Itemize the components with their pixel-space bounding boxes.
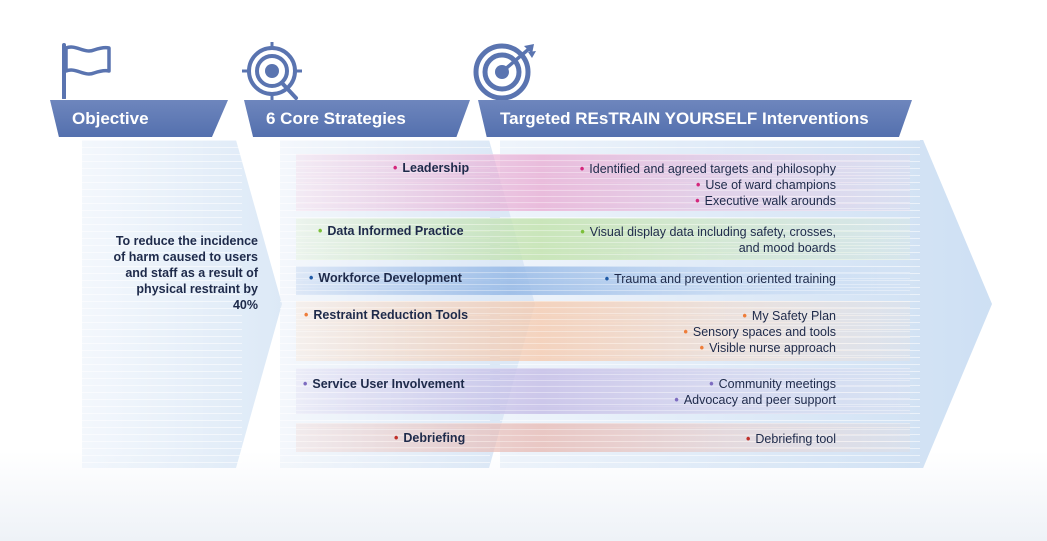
strategy-service-user-involvement: • Service User Involvement [303, 377, 465, 391]
interventions-workforce-development: •Trauma and prevention oriented training [605, 271, 836, 287]
bullet-icon: • [699, 341, 705, 355]
bullet-icon: • [303, 377, 308, 391]
strategy-label: Leadership [402, 161, 470, 175]
bullet-icon: • [318, 224, 323, 238]
bullet-icon: • [393, 161, 398, 175]
bullet-icon: • [695, 194, 700, 208]
objective-header: Objective [50, 100, 228, 137]
interventions-debriefing: •Debriefing tool [746, 431, 836, 447]
interventions-service-user-involvement: •Community meetings •Advocacy and peer s… [674, 376, 836, 408]
strategies-header: 6 Core Strategies [244, 100, 470, 137]
row-band-workforce-development [296, 266, 910, 295]
bullet-icon: • [394, 431, 399, 445]
row-band-service-user-involvement [296, 368, 910, 414]
strategy-label: Data Informed Practice [327, 224, 464, 238]
interventions-header: Targeted REsTRAIN YOURSELF Interventions [478, 100, 912, 137]
list-item: •Use of ward champions [695, 178, 836, 192]
strategies-header-label: 6 Core Strategies [266, 108, 406, 128]
interventions-data-informed-practice: •Visual display data including safety, c… [580, 224, 836, 256]
row-band-data-informed-practice [296, 218, 910, 260]
list-item: •Executive walk arounds [695, 194, 836, 208]
bullet-icon: • [579, 162, 585, 176]
strategy-workforce-development: • Workforce Development [309, 271, 462, 285]
flag-icon [62, 43, 111, 99]
row-band-restraint-reduction-tools [296, 301, 910, 361]
interventions-header-label: Targeted REsTRAIN YOURSELF Interventions [500, 108, 869, 128]
objective-text: To reduce the incidence of harm caused t… [113, 234, 259, 312]
list-item: •My Safety Plan [742, 309, 836, 323]
strategy-label: Service User Involvement [312, 377, 465, 391]
bullseye-arrow-icon [473, 43, 536, 100]
row-band-leadership [296, 154, 910, 211]
list-item: •Visible nurse approach [699, 341, 836, 355]
strategy-label: Restraint Reduction Tools [313, 308, 469, 322]
bullet-icon: • [674, 393, 679, 407]
interventions-leadership: •Identified and agreed targets and philo… [580, 161, 836, 209]
strategy-restraint-reduction-tools: • Restraint Reduction Tools [304, 308, 468, 322]
list-item: •Sensory spaces and tools [683, 325, 836, 339]
list-item: •Visual display data including safety, c… [580, 225, 836, 239]
crosshair-target-icon [242, 42, 302, 100]
bullet-icon: • [742, 309, 747, 323]
strategy-debriefing: • Debriefing [394, 431, 465, 445]
objective-header-label: Objective [72, 108, 149, 128]
list-item: •Identified and agreed targets and philo… [579, 162, 836, 176]
bullet-icon: • [746, 432, 751, 446]
list-item: and mood boards [738, 241, 836, 255]
bullet-icon: • [304, 308, 309, 322]
bullet-icon: • [604, 272, 610, 286]
list-item: •Trauma and prevention oriented training [604, 272, 836, 286]
objective-column-stripes [82, 140, 242, 468]
bullet-icon: • [683, 325, 688, 339]
interventions-restraint-reduction-tools: •My Safety Plan •Sensory spaces and tool… [683, 308, 836, 356]
row-band-debriefing [296, 423, 910, 452]
bullet-icon: • [695, 178, 701, 192]
strategy-label: Workforce Development [318, 271, 462, 285]
strategy-leadership: • Leadership [393, 161, 469, 175]
strategy-data-informed-practice: • Data Informed Practice [318, 224, 464, 238]
bullet-icon: • [709, 377, 714, 391]
bullet-icon: • [309, 271, 314, 285]
list-item: •Debriefing tool [746, 432, 836, 446]
list-item: •Advocacy and peer support [674, 393, 836, 407]
list-item: •Community meetings [709, 377, 836, 391]
strategy-label: Debriefing [403, 431, 466, 445]
bullet-icon: • [580, 225, 585, 239]
